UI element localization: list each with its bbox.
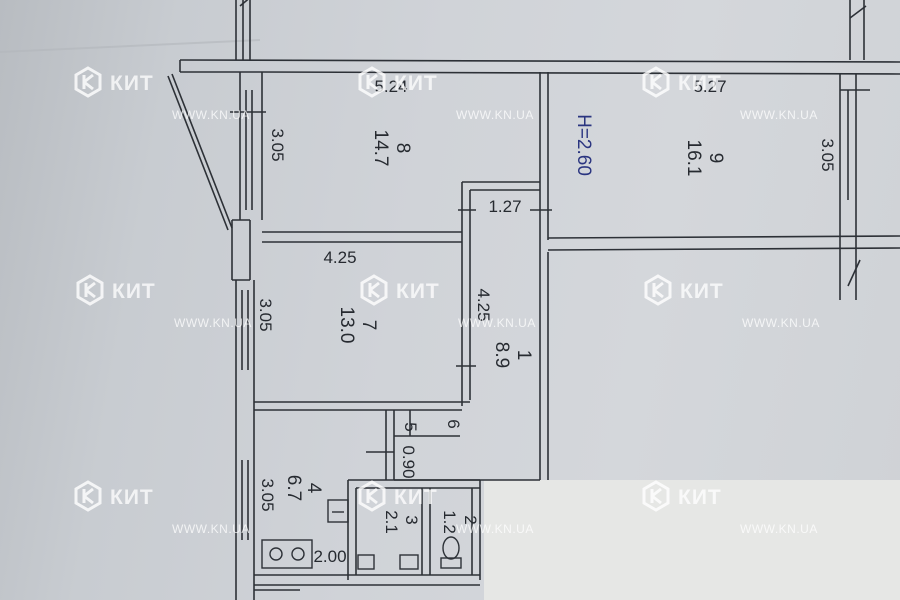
room-1-number: 1 xyxy=(513,350,534,361)
room-4-width: 2.00 xyxy=(313,547,346,566)
room-5-number: 5 xyxy=(401,422,420,431)
room-4-number: 4 xyxy=(303,483,324,494)
room-1-label: 1.27 4.25 1 8.9 xyxy=(474,197,534,368)
room-3-label: 3 2.1 xyxy=(382,510,421,534)
walls xyxy=(167,0,900,600)
room-9-width: 5.27 xyxy=(693,77,726,96)
watermark-url: WWW.KN.UA xyxy=(458,316,536,330)
room-6-label: 6 xyxy=(444,419,463,428)
watermark-brand: КИТ xyxy=(396,280,440,303)
room-4-area: 6.7 xyxy=(283,475,304,501)
room-9-depth: 3.05 xyxy=(818,138,837,171)
room-1-depth: 4.25 xyxy=(474,288,493,321)
room-2-number: 2 xyxy=(461,515,480,524)
room-8-depth: 3.05 xyxy=(268,128,287,161)
kitchen-sink-icon xyxy=(327,499,349,523)
watermark: КИТ WWW.KN.UA xyxy=(642,66,818,122)
room-3-number: 3 xyxy=(402,515,421,524)
room-7-label: 4.25 3.05 7 13.0 xyxy=(256,248,379,343)
watermark-brand: КИТ xyxy=(394,72,438,95)
watermark: КИТ WWW.KN.UA xyxy=(644,274,820,330)
watermark-url: WWW.KN.UA xyxy=(456,522,534,536)
room-9-label: 5.27 3.05 9 16.1 H=2.60 xyxy=(573,77,837,176)
watermark-url: WWW.KN.UA xyxy=(740,522,818,536)
room-7-depth: 3.05 xyxy=(256,298,275,331)
kit-logo-icon xyxy=(644,274,672,306)
room-4-depth: 3.05 xyxy=(258,478,277,511)
room-7-number: 7 xyxy=(358,320,379,331)
kit-logo-icon xyxy=(74,480,102,512)
watermark-brand: КИТ xyxy=(110,486,154,509)
watermark: КИТ WWW.KN.UA xyxy=(74,480,250,536)
room-2-area: 1.2 xyxy=(440,510,459,534)
room-4-label: 3.05 4 6.7 2.00 xyxy=(258,475,347,566)
watermark-url: WWW.KN.UA xyxy=(742,316,820,330)
watermark: КИТ WWW.KN.UA xyxy=(360,274,536,330)
watermark-url: WWW.KN.UA xyxy=(174,316,252,330)
watermark-url: WWW.KN.UA xyxy=(740,108,818,122)
watermark: КИТ WWW.KN.UA xyxy=(358,480,534,536)
room-7-area: 13.0 xyxy=(336,307,357,344)
watermark-url: WWW.KN.UA xyxy=(456,108,534,122)
watermark-brand: КИТ xyxy=(680,280,724,303)
watermark: КИТ WWW.KN.UA xyxy=(74,66,250,122)
toilet-icon xyxy=(442,536,460,560)
watermark: КИТ WWW.KN.UA xyxy=(76,274,252,330)
kit-logo-icon xyxy=(74,66,102,98)
room-1-area: 8.9 xyxy=(491,342,512,368)
room-8-label: 5.24 3.05 8 14.7 xyxy=(268,77,413,166)
room-5-area: 0.90 xyxy=(399,445,418,478)
ceiling-height: H=2.60 xyxy=(573,114,594,176)
watermark-url: WWW.KN.UA xyxy=(172,522,250,536)
room-1-width: 1.27 xyxy=(488,197,521,216)
sink-icon xyxy=(357,554,375,570)
bath-icon xyxy=(399,554,419,570)
stove-icon xyxy=(261,539,313,569)
watermarks: КИТ WWW.KN.UA КИТ WWW.KN.UA КИТ WWW.KN.U… xyxy=(74,66,820,536)
room-5-label: 5 0.90 xyxy=(399,422,420,478)
room-3-area: 2.1 xyxy=(382,510,401,534)
watermark-brand: КИТ xyxy=(110,72,154,95)
room-9-area: 16.1 xyxy=(683,140,704,177)
watermark-brand: КИТ xyxy=(112,280,156,303)
kit-logo-icon xyxy=(358,480,386,512)
fixtures xyxy=(261,499,462,570)
paper-highlight xyxy=(484,480,900,600)
watermark: КИТ WWW.KN.UA xyxy=(642,480,818,536)
watermark: КИТ WWW.KN.UA xyxy=(358,66,534,122)
room-8-area: 14.7 xyxy=(370,130,391,167)
room-7-width: 4.25 xyxy=(323,248,356,267)
room-9-number: 9 xyxy=(705,153,726,164)
watermark-brand: КИТ xyxy=(678,486,722,509)
watermark-brand: КИТ xyxy=(394,486,438,509)
room-6-number: 6 xyxy=(444,419,463,428)
room-8-number: 8 xyxy=(392,143,413,154)
watermark-url: WWW.KN.UA xyxy=(172,108,250,122)
kit-logo-icon xyxy=(76,274,104,306)
room-2-label: 2 1.2 xyxy=(440,510,480,534)
watermark-brand: КИТ xyxy=(678,72,722,95)
kit-logo-icon xyxy=(360,274,388,306)
kit-logo-icon xyxy=(642,66,670,98)
